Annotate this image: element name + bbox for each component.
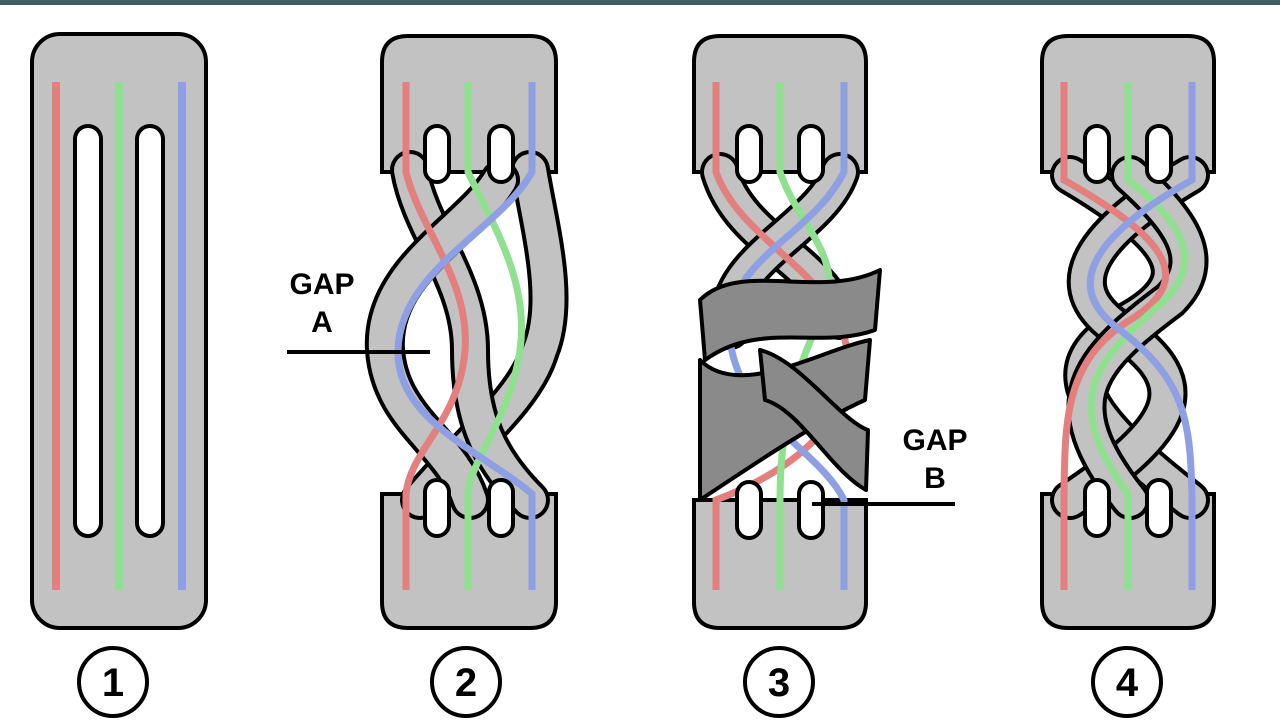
gap-a-label-line2: A [311, 306, 333, 339]
step-2-panel: GAP A [287, 34, 569, 630]
step-1-number: 1 [102, 661, 124, 705]
step-3-dark-band-1 [698, 268, 882, 362]
step-2-red-strand [402, 82, 469, 590]
gap-b-label-line2: B [924, 462, 946, 495]
step-4-slot-top-right [1145, 124, 1173, 184]
step-4-slot-bottom-right [1145, 478, 1173, 538]
step-3-number: 3 [768, 661, 790, 705]
step-3-dark-band-2 [698, 338, 872, 502]
step-2-slot-top-left [423, 124, 451, 184]
step-4-green-strand [1088, 82, 1189, 590]
step-4-slot-top-left [1083, 124, 1111, 184]
step-4-badge: 4 [1091, 646, 1163, 718]
step-1-left-slot [73, 124, 103, 538]
step-3-dark-band-3 [758, 348, 870, 492]
step-2-slot-top-right [487, 124, 515, 184]
step-3-slot-bottom-right [797, 480, 825, 540]
step-4-number: 4 [1116, 661, 1139, 705]
step-2-number: 2 [455, 661, 477, 705]
step-3-red-strand [712, 82, 852, 590]
step-2-slot-bottom-left [423, 478, 451, 538]
step-2-green-strand [464, 82, 525, 590]
step-1-panel [30, 32, 208, 630]
step-3-slot-top-right [797, 124, 825, 184]
gap-a-label-line1: GAP [289, 268, 354, 301]
step-3-slot-top-left [735, 124, 763, 184]
step-4-blue-strand [1086, 82, 1196, 590]
step-1-badge: 1 [77, 646, 149, 718]
step-2-badge: 2 [430, 646, 502, 718]
step-3-badge: 3 [743, 646, 815, 718]
step-3-slot-bottom-left [735, 480, 763, 540]
step-2-slot-bottom-right [487, 478, 515, 538]
gap-b-label-line1: GAP [902, 424, 967, 457]
step-4-slot-bottom-left [1083, 478, 1111, 538]
step-1-right-slot [135, 124, 165, 538]
step-3-panel: GAP B [692, 34, 968, 630]
step-4-panel [1040, 34, 1216, 630]
top-bar [0, 0, 1280, 5]
